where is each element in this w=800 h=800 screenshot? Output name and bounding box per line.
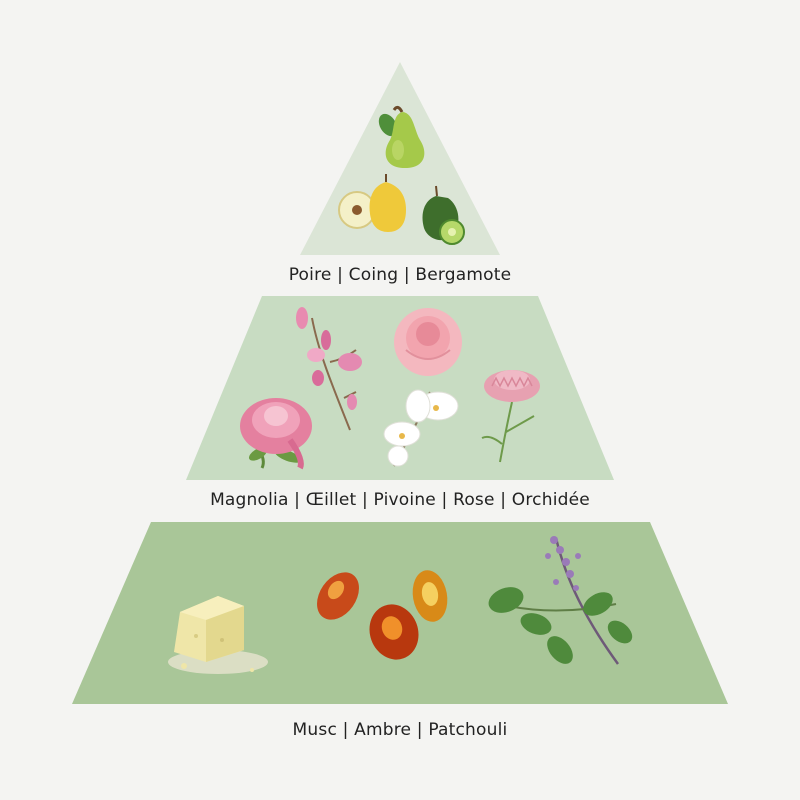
tier-base-label: Musc | Ambre | Patchouli — [292, 720, 508, 740]
peony-icon — [240, 398, 312, 470]
orchid-icon — [383, 389, 459, 467]
rose-icon — [394, 308, 462, 376]
pear-icon — [378, 105, 425, 168]
carnation-icon — [481, 370, 540, 463]
amber-icon — [317, 570, 448, 660]
magnolia-icon — [296, 307, 362, 431]
musk-icon — [168, 596, 268, 674]
patchouli-icon — [488, 536, 633, 665]
tier-middle-label: Magnolia | Œillet | Pivoine | Rose | Orc… — [210, 490, 590, 510]
tier-top-label: Poire | Coing | Bergamote — [288, 265, 512, 285]
bergamot-icon — [422, 185, 465, 245]
quince-icon — [338, 174, 406, 232]
